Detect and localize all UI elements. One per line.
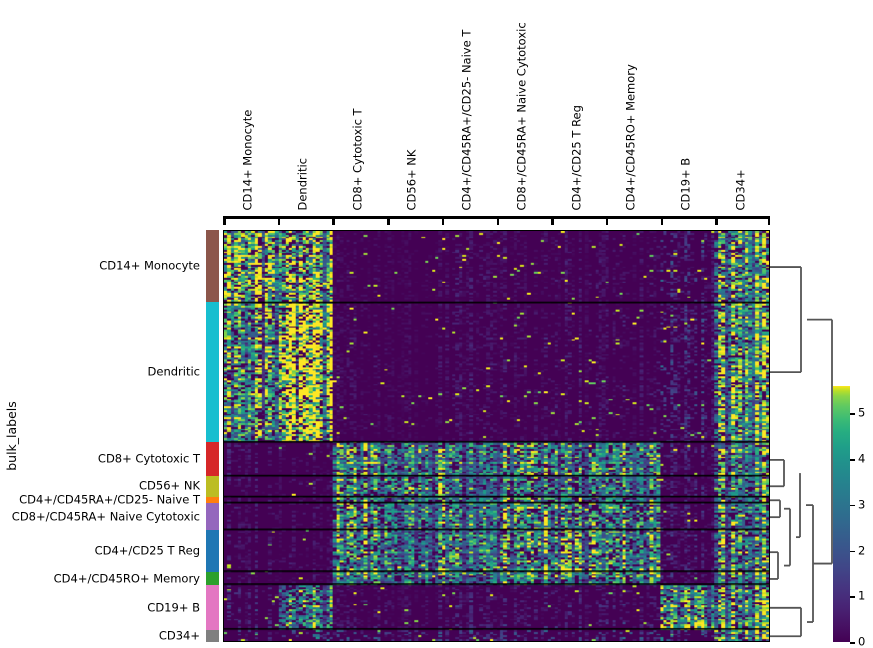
colorbar-tick <box>850 596 855 598</box>
row-color-segment <box>206 630 219 642</box>
x-axis-tick <box>441 216 445 225</box>
row-color-segment <box>206 475 219 497</box>
row-color-strip <box>206 230 219 642</box>
heatmap-canvas <box>224 231 769 641</box>
column-label: CD8+ Cytotoxic T <box>350 107 365 210</box>
x-axis-tick <box>277 216 281 225</box>
column-label: CD19+ B <box>678 157 693 210</box>
colorbar-tick <box>850 550 855 553</box>
x-axis-tick <box>223 216 226 225</box>
x-axis-tick <box>605 216 609 225</box>
row-label: CD4+/CD25 T Reg <box>94 543 200 558</box>
colorbar-tick-label: 3 <box>858 497 866 512</box>
column-label: CD4+/CD25 T Reg <box>569 104 584 210</box>
colorbar-tick <box>850 642 855 644</box>
column-label: CD4+/CD45RO+ Memory <box>623 63 638 210</box>
column-label: CD56+ NK <box>404 149 419 210</box>
row-label: Dendritic <box>147 364 200 379</box>
row-color-segment <box>206 496 219 504</box>
colorbar-tick <box>850 459 855 461</box>
row-color-segment <box>206 503 219 530</box>
column-label: CD14+ Monocyte <box>240 109 255 210</box>
colorbar-tick <box>850 413 855 416</box>
column-label: Dendritic <box>295 157 310 210</box>
row-color-segment <box>206 442 219 476</box>
row-label: CD34+ <box>158 628 200 643</box>
x-axis-tick <box>387 216 390 225</box>
row-label: CD8+/CD45RA+ Naive Cytotoxic <box>11 509 200 523</box>
colorbar-tick <box>850 504 855 507</box>
row-label: CD56+ NK <box>139 478 200 493</box>
x-axis-tick <box>551 216 554 225</box>
x-axis-tick <box>332 216 335 225</box>
colorbar-tick-label: 1 <box>858 588 866 603</box>
column-label: CD34+ <box>733 168 748 210</box>
row-color-segment <box>206 571 219 586</box>
x-axis-tick <box>767 216 770 225</box>
row-color-segment <box>206 585 219 631</box>
row-color-segment <box>206 230 219 303</box>
x-axis-tick <box>715 216 718 225</box>
heatmap <box>223 230 770 642</box>
x-axis-tick <box>660 216 664 225</box>
row-color-segment <box>206 302 219 443</box>
row-label: CD14+ Monocyte <box>99 258 200 273</box>
row-color-segment <box>206 529 219 572</box>
y-axis-title: bulk_labels <box>4 401 19 471</box>
colorbar-tick-label: 0 <box>858 634 866 648</box>
row-label: CD19+ B <box>147 600 200 615</box>
row-label: CD4+/CD45RO+ Memory <box>53 570 200 585</box>
column-labels-group: CD14+ Monocyte Dendritic CD8+ Cytotoxic T C… <box>223 0 770 210</box>
top-axis <box>223 216 770 230</box>
row-dendrogram <box>770 266 833 638</box>
x-axis-tick <box>496 216 499 225</box>
row-label: CD8+ Cytotoxic T <box>97 451 200 466</box>
column-label: CD8+/CD45RA+ Naive Cytotoxic <box>514 21 529 210</box>
column-label: CD4+/CD45RA+/CD25- Naive T <box>459 29 474 210</box>
row-label: CD4+/CD45RA+/CD25- Naive T <box>19 492 200 507</box>
colorbar-tick-label: 4 <box>858 451 866 466</box>
colorbar-tick-label: 5 <box>858 405 866 420</box>
colorbar-tick-label: 2 <box>858 542 866 557</box>
colorbar <box>833 386 850 642</box>
